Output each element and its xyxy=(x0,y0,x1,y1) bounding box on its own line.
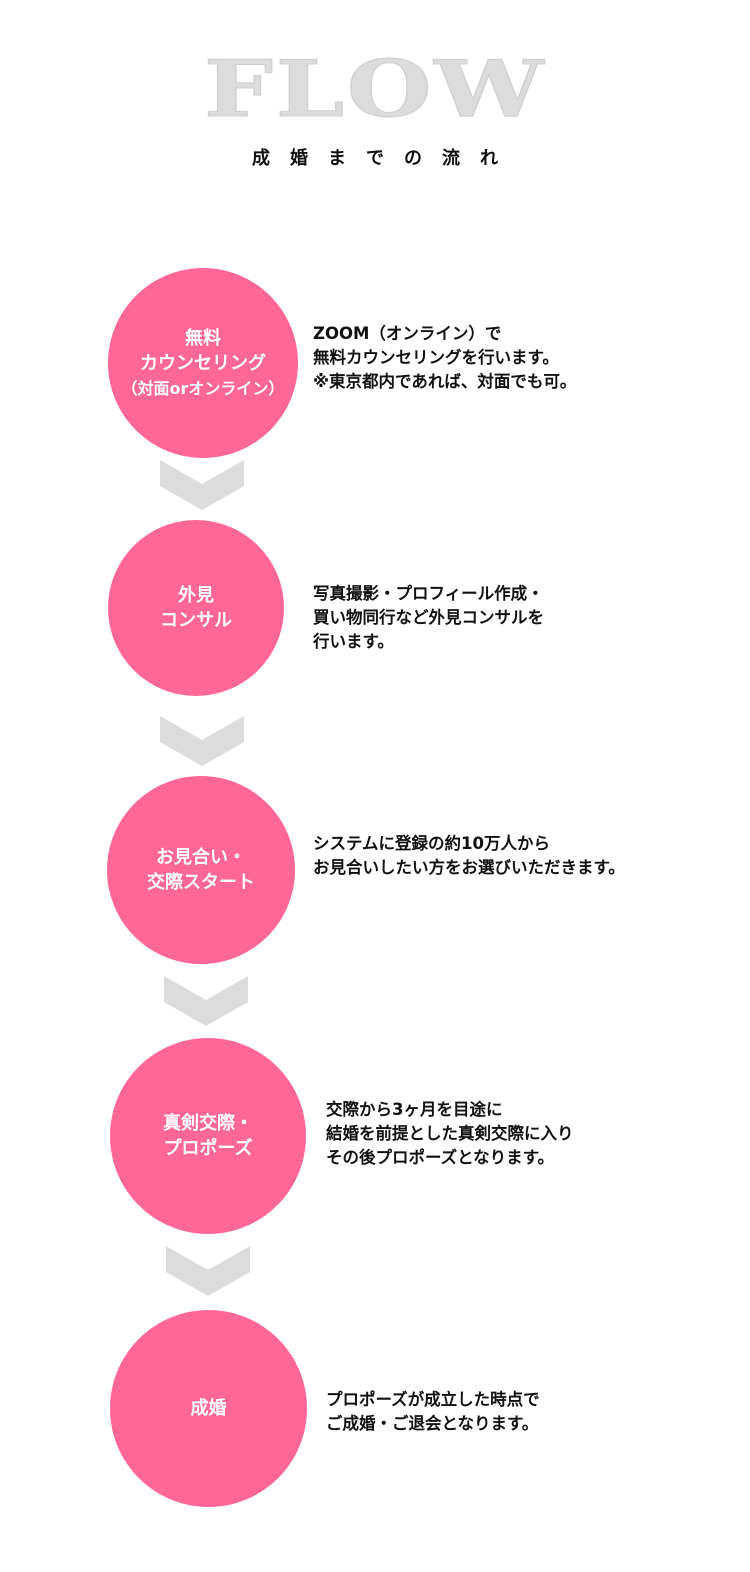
chevron-down-icon xyxy=(164,976,248,1026)
step-label-line: 真剣交際・ xyxy=(163,1113,253,1134)
step-label-line: 成婚 xyxy=(190,1398,227,1419)
desc-line: 買い物同行など外見コンサルを xyxy=(313,608,544,627)
desc-line: 写真撮影・プロフィール作成・ xyxy=(313,584,544,603)
step-label-line: お見合い・ xyxy=(156,847,246,868)
desc-line: 結婚を前提とした真剣交際に入り xyxy=(326,1124,574,1143)
step-5-description: プロポーズが成立した時点で ご成婚・ご退会となります。 xyxy=(326,1388,540,1436)
step-2-circle: 外見 コンサル xyxy=(108,520,284,696)
desc-line: ZOOM（オンライン）で xyxy=(313,324,502,343)
desc-line: プロポーズが成立した時点で xyxy=(326,1390,540,1409)
step-label-line: 外見 xyxy=(178,585,214,606)
step-1-circle: 無料 カウンセリング （対面orオンライン） xyxy=(108,268,298,458)
chevron-down-icon xyxy=(166,1246,250,1296)
desc-line: ご成婚・ご退会となります。 xyxy=(326,1414,539,1433)
chevron-down-icon xyxy=(160,460,244,510)
desc-line: 無料カウンセリングを行います。 xyxy=(313,348,559,367)
chevron-down-icon xyxy=(160,716,244,766)
step-label-line: 無料 xyxy=(184,327,221,349)
desc-line: その後プロポーズとなります。 xyxy=(326,1148,555,1167)
step-3-circle: お見合い・ 交際スタート xyxy=(107,776,295,964)
step-2-description: 写真撮影・プロフィール作成・ 買い物同行など外見コンサルを 行います。 xyxy=(313,582,544,654)
step-label-line: （対面orオンライン） xyxy=(121,378,285,398)
step-4-circle: 真剣交際・ プロポーズ xyxy=(110,1038,306,1234)
page-title: FLOW xyxy=(203,44,547,135)
desc-line: 行います。 xyxy=(313,632,394,651)
step-label-line: プロポーズ xyxy=(163,1138,253,1159)
desc-line: 交際から3ヶ月を目途に xyxy=(326,1100,503,1119)
desc-line: システムに登録の約10万人から xyxy=(313,834,550,853)
step-3-description: システムに登録の約10万人から お見合いしたい方をお選びいただきます。 xyxy=(313,832,625,880)
step-1-description: ZOOM（オンライン）で 無料カウンセリングを行います。 ※東京都内であれば、対… xyxy=(313,322,576,394)
page-subtitle: 成婚までの流れ xyxy=(252,148,518,169)
step-label-line: カウンセリング xyxy=(139,352,266,374)
step-label-line: コンサル xyxy=(160,610,232,631)
step-5-circle: 成婚 xyxy=(110,1310,307,1507)
step-4-description: 交際から3ヶ月を目途に 結婚を前提とした真剣交際に入り その後プロポーズとなりま… xyxy=(326,1098,574,1170)
desc-line: お見合いしたい方をお選びいただきます。 xyxy=(313,858,625,877)
desc-line: ※東京都内であれば、対面でも可。 xyxy=(313,372,577,391)
step-label-line: 交際スタート xyxy=(147,872,255,893)
